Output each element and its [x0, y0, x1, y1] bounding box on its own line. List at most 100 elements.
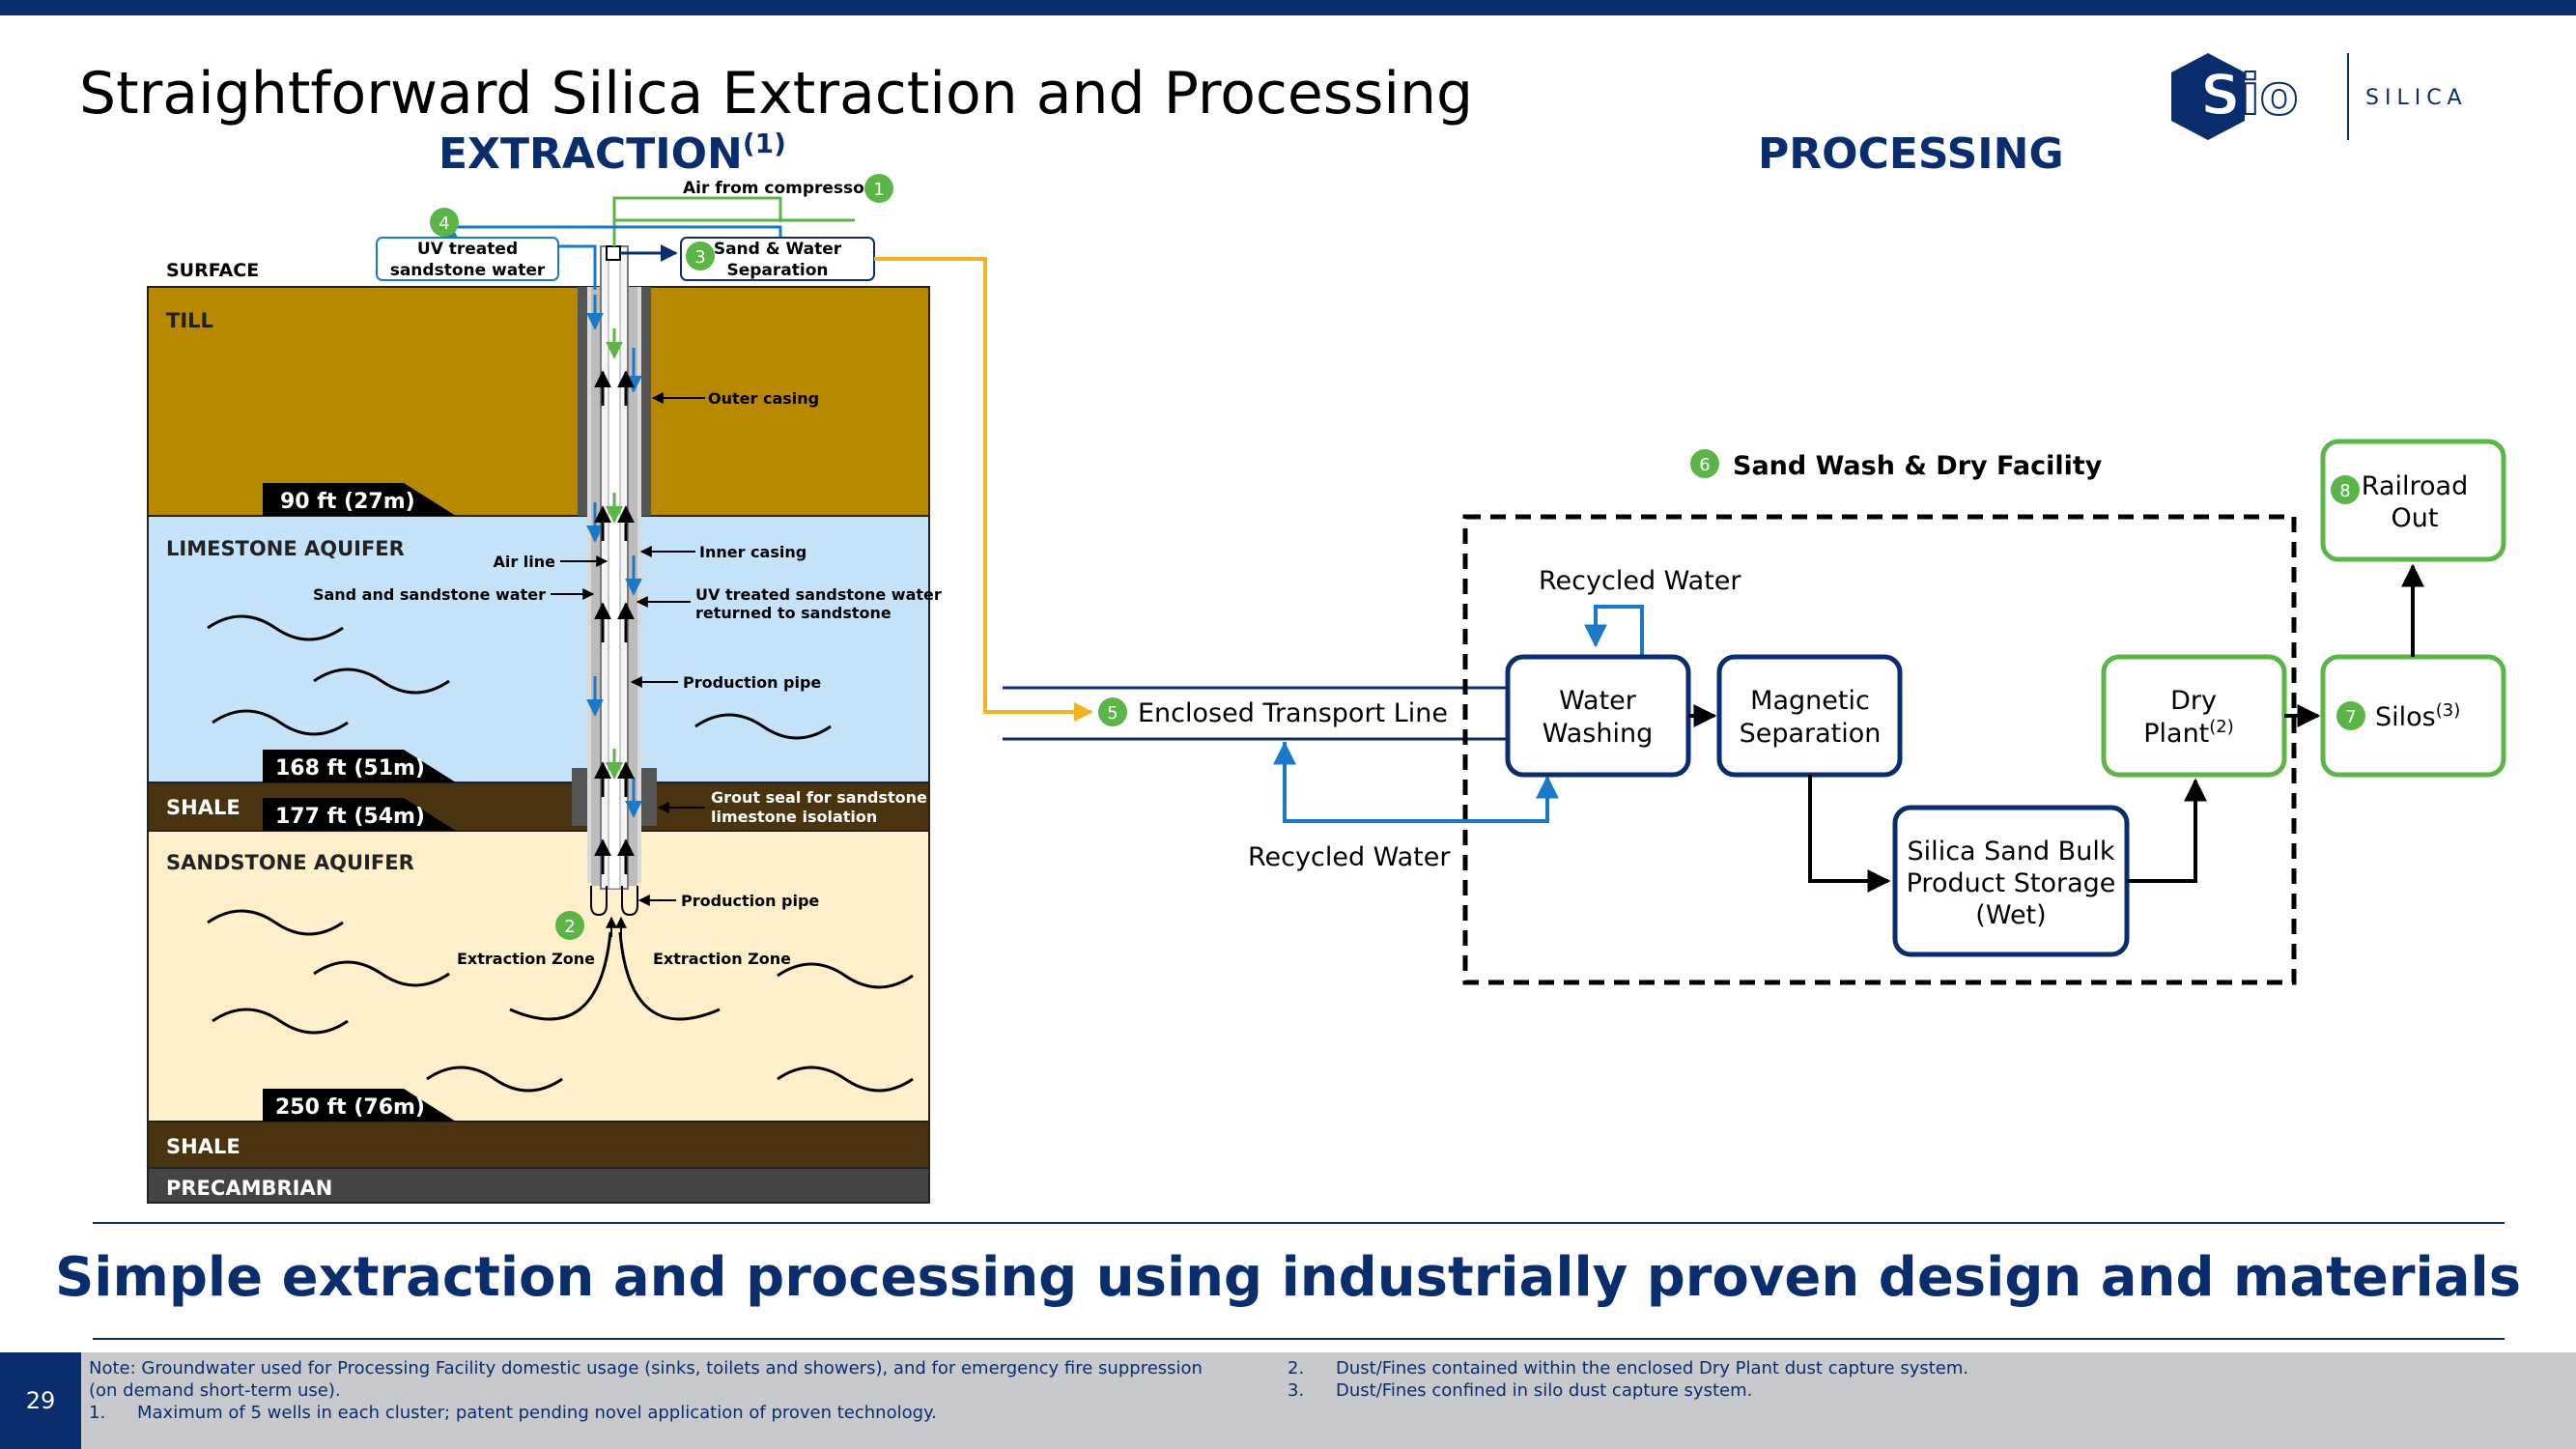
silos-box: 7 Silos(3) — [2320, 654, 2506, 778]
svg-text:limestone isolation: limestone isolation — [711, 808, 877, 826]
facility-label: Sand Wash & Dry Facility — [1733, 451, 2103, 481]
sand-water-separation-box: Sand & Water Separation — [680, 237, 875, 281]
enclosed-transport-label: Enclosed Transport Line — [1138, 698, 1448, 728]
extraction-title: EXTRACTION(1) — [439, 128, 786, 179]
air-from-compressor-label: Air from compressor — [683, 179, 873, 198]
page-number: 29 — [0, 1352, 81, 1449]
facility-boundary — [1462, 514, 2297, 985]
footnote-2-number: 2. — [1288, 1358, 1305, 1378]
svg-text:returned to sandstone: returned to sandstone — [695, 604, 892, 622]
limestone-label: LIMESTONE AQUIFER — [166, 537, 405, 560]
svg-text:(Wet): (Wet) — [1975, 900, 2046, 930]
svg-text:Extraction Zone: Extraction Zone — [653, 950, 791, 968]
footnote-note-line2: (on demand short-term use). — [89, 1380, 341, 1401]
badge-1: 1 — [864, 174, 893, 203]
svg-text:Inner casing: Inner casing — [699, 543, 807, 561]
layer-till — [147, 286, 930, 517]
well-flow-arrows — [586, 295, 642, 937]
arrow-magnetic-to-storage — [1808, 775, 1891, 893]
svg-text:Separation: Separation — [1740, 719, 1882, 749]
layer-sandstone — [147, 830, 930, 1122]
water-waves — [207, 614, 914, 1093]
dry-plant-box: Dry Plant(2) — [2101, 654, 2287, 778]
svg-text:Plant(2): Plant(2) — [2143, 717, 2234, 749]
uv-treated-box: UV treated sandstone water — [376, 237, 559, 281]
footnote-2-text: Dust/Fines contained within the enclosed… — [1336, 1358, 1969, 1378]
svg-text:2: 2 — [564, 917, 575, 937]
arrow-storage-to-dry — [2127, 778, 2207, 883]
well-callouts: Outer casing Air line Inner casing Sand … — [313, 389, 942, 968]
svg-text:168 ft (51m): 168 ft (51m) — [275, 756, 425, 781]
extraction-zone-flows — [509, 931, 721, 1021]
svg-text:Silica Sand Bulk: Silica Sand Bulk — [1908, 837, 2115, 867]
svg-text:sandstone water: sandstone water — [390, 261, 546, 280]
svg-text:Sand & Water: Sand & Water — [714, 240, 842, 259]
recycled-water-top-label: Recycled Water — [1539, 566, 1741, 596]
svg-text:Extraction Zone: Extraction Zone — [457, 950, 595, 968]
svg-text:Sand and sandstone water: Sand and sandstone water — [313, 585, 546, 604]
badge-8: 8 — [2331, 475, 2360, 504]
svg-text:Railroad: Railroad — [2362, 471, 2468, 501]
tagline: Simple extraction and processing using i… — [54, 1246, 2522, 1309]
footnote-note-line1: Note: Groundwater used for Processing Fa… — [89, 1358, 1203, 1378]
badge-5: 5 — [1098, 697, 1127, 726]
precambrian-label: PRECAMBRIAN — [166, 1177, 332, 1200]
badge-6: 6 — [1690, 449, 1719, 478]
svg-text:6: 6 — [1699, 455, 1710, 475]
badge-2: 2 — [555, 911, 584, 940]
badge-3: 3 — [686, 242, 715, 270]
shale-1-label: SHALE — [166, 796, 241, 819]
railroad-box: 8 Railroad Out — [2320, 439, 2506, 562]
recycled-water-bottom-label: Recycled Water — [1248, 842, 1451, 872]
svg-text:90 ft (27m): 90 ft (27m) — [280, 490, 415, 514]
svg-text:Air line: Air line — [493, 553, 555, 571]
logo-word: SILICA — [2365, 86, 2468, 110]
svg-text:Water: Water — [1559, 686, 1637, 716]
surface-label: SURFACE — [166, 260, 259, 281]
till-label: TILL — [166, 309, 213, 332]
svg-text:4: 4 — [439, 213, 449, 234]
water-washing-box: Water Washing — [1505, 654, 1691, 778]
svg-text:1: 1 — [873, 180, 884, 200]
svg-text:177 ft (54m): 177 ft (54m) — [275, 805, 425, 829]
svg-text:UV treated: UV treated — [417, 240, 518, 259]
svg-text:Silos(3): Silos(3) — [2375, 700, 2460, 732]
sandstone-label: SANDSTONE AQUIFER — [166, 851, 414, 874]
footnote-1-number: 1. — [89, 1403, 106, 1423]
recycled-water-loop-top — [1584, 605, 1644, 655]
svg-text:Production pipe: Production pipe — [683, 673, 821, 692]
svg-text:Washing: Washing — [1543, 719, 1653, 749]
depth-tag-90: 90 ft (27m) — [263, 483, 456, 516]
svg-text:Separation: Separation — [726, 261, 828, 280]
processing-title: PROCESSING — [1758, 129, 2064, 179]
footnote-3-text: Dust/Fines confined in silo dust capture… — [1336, 1380, 1753, 1401]
storage-box: Silica Sand Bulk Product Storage (Wet) — [1892, 805, 2130, 957]
svg-text:Out: Out — [2392, 503, 2439, 533]
page-title: Straightforward Silica Extraction and Pr… — [79, 60, 1474, 128]
divider-top — [93, 1222, 2505, 1224]
depth-tag-168: 168 ft (51m) — [263, 750, 456, 782]
footnote-1-text: Maximum of 5 wells in each cluster; pate… — [137, 1403, 937, 1423]
svg-text:8: 8 — [2339, 481, 2350, 501]
depth-tag-250: 250 ft (76m) — [263, 1089, 456, 1122]
svg-text:Outer casing: Outer casing — [708, 389, 819, 408]
badge-7: 7 — [2336, 701, 2365, 730]
badge-4: 4 — [430, 208, 459, 237]
yellow-transport-feed — [874, 257, 1093, 722]
depth-tag-177: 177 ft (54m) — [263, 798, 456, 831]
svg-text:3: 3 — [694, 247, 705, 268]
footer-band — [0, 1352, 2576, 1449]
top-accent-bar — [0, 0, 2576, 15]
footnote-3-number: 3. — [1288, 1380, 1305, 1401]
logo-mark: Sio — [2200, 62, 2299, 128]
svg-text:Production pipe: Production pipe — [681, 892, 819, 910]
svg-text:Product Storage: Product Storage — [1907, 868, 2116, 898]
layer-shale-2 — [147, 1121, 930, 1169]
layer-precambrian — [147, 1167, 930, 1204]
svg-text:UV treated sandstone water: UV treated sandstone water — [695, 585, 942, 604]
shale-2-label: SHALE — [166, 1135, 241, 1158]
sio-silica-logo: Sio SILICA — [2171, 53, 2468, 140]
svg-text:7: 7 — [2345, 707, 2356, 727]
svg-text:Magnetic: Magnetic — [1750, 686, 1870, 716]
